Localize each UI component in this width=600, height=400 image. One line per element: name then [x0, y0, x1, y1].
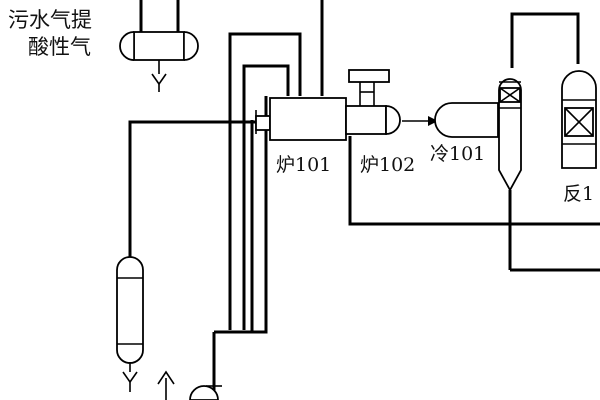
- furnace-102: [345, 69, 401, 135]
- label-furnace-102: 炉102: [360, 154, 415, 176]
- furnace-101: [269, 97, 347, 141]
- label-furnace-101: 炉101: [276, 154, 331, 176]
- acid-gas-inlet-pipes: [139, 0, 180, 34]
- label-acid-gas-line2: 酸性气: [28, 35, 91, 59]
- left-feed-line: [128, 110, 271, 258]
- air-duct-nest: [212, 32, 302, 400]
- vertical-vessel-left: [116, 256, 144, 392]
- pump-bottom: [189, 385, 222, 400]
- label-cooler-101: 冷101: [430, 143, 485, 165]
- horizontal-drum-top: [119, 31, 199, 92]
- up-arrow-bottom: [157, 370, 175, 400]
- cooler-101: [434, 102, 499, 138]
- column-to-reactor-pipe: [510, 12, 580, 68]
- label-sour-water-stripper-line1: 污水气提: [8, 8, 92, 32]
- flow-arrow-to-cooler: [402, 116, 438, 126]
- reactor-1: [561, 70, 597, 169]
- label-reactor-1: 反1: [563, 183, 594, 205]
- bottom-header-pipe: [348, 136, 600, 226]
- column-vessel: [498, 78, 522, 270]
